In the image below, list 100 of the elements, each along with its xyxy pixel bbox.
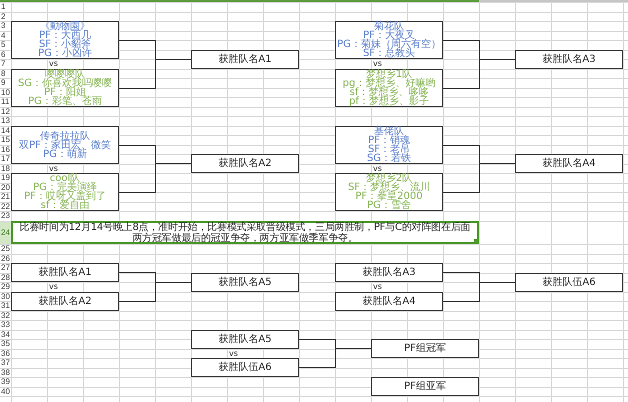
player-line: PF：阳姐 <box>44 88 86 97</box>
team-name: 《動物園》 <box>40 22 90 31</box>
bracket-slot <box>191 154 299 173</box>
bracket-slot <box>191 358 299 377</box>
player-line: SG：你喜欢我吗嘤嘤 <box>18 79 112 88</box>
bracket-slot <box>515 154 623 173</box>
slot-label: PF组亚军 <box>404 382 446 391</box>
bracket-line <box>118 163 192 193</box>
player-line: PF：大西几 <box>39 31 91 40</box>
row-number: 39 <box>1 378 10 386</box>
vs-label: vs <box>373 283 382 291</box>
team-name: 菊花队 <box>374 22 404 31</box>
bracket-line <box>442 282 516 302</box>
row-number: 9 <box>1 79 6 87</box>
team-box <box>335 21 443 59</box>
row-number: 38 <box>1 368 10 376</box>
slot-label: 获胜队名A1 <box>218 55 272 64</box>
team-box <box>11 173 119 211</box>
team-name: cool队 <box>50 174 80 183</box>
notice-text: 比赛时间为12月14号晚上8点，准时开始，比赛模式采取晋级模式，三局两胜制，PF与C的对阵图在后面 <box>20 222 470 232</box>
vs-label: vs <box>49 165 58 173</box>
row-number: 4 <box>1 32 6 40</box>
row-number: 18 <box>1 164 10 172</box>
player-line: PF：拳皇2000 <box>355 192 423 201</box>
row-number: 19 <box>1 174 10 182</box>
player-line: PG：菊妹（周六有空） <box>337 40 441 49</box>
player-line: PF：销魂 <box>368 136 410 145</box>
row-number: 31 <box>1 302 10 310</box>
slot-label: 获胜队名A4 <box>362 297 416 306</box>
row-number: 30 <box>1 292 10 300</box>
player-line: SF：梦想乡、流川 <box>348 183 430 192</box>
row-number: 17 <box>1 155 10 163</box>
row-number: 36 <box>1 350 10 358</box>
bracket-slot <box>515 273 623 292</box>
slot-label: 获胜队名A3 <box>362 268 416 277</box>
row-number: 23 <box>1 212 10 220</box>
row-number: 20 <box>1 184 10 192</box>
bracket-slot <box>191 50 299 69</box>
player-line: PG：萌新 <box>43 150 87 158</box>
slot-label: 获胜队名A2 <box>38 297 92 306</box>
slot-label: PF组冠军 <box>404 344 446 353</box>
bracket-slot <box>191 273 299 292</box>
player-line: PG：雪舍 <box>367 201 411 210</box>
row-number: 13 <box>1 117 10 125</box>
team-box <box>11 69 119 107</box>
row-number: 1 <box>1 3 6 11</box>
vs-label: vs <box>49 60 58 68</box>
vs-label: vs <box>373 165 382 173</box>
row-number: 29 <box>1 283 10 291</box>
row-number: 25 <box>1 245 10 253</box>
player-line: SG：若铁 <box>366 154 412 163</box>
bracket-slot <box>371 377 479 396</box>
slot-label: 获胜队名A3 <box>542 55 596 64</box>
player-line: PF：大夜叉 <box>363 31 415 40</box>
row-number: 26 <box>1 254 10 262</box>
bracket-line <box>118 282 192 302</box>
row-number: 5 <box>1 41 6 49</box>
team-name: 梦想乡1队 <box>366 70 412 79</box>
row-number: 32 <box>1 312 10 320</box>
bracket-slot <box>515 50 623 69</box>
player-line: sf：梦想乡、哆哆 <box>350 88 428 97</box>
slot-label: 获胜队名A5 <box>218 335 272 344</box>
bracket-slot <box>335 292 443 311</box>
row-number: 33 <box>1 321 10 329</box>
row-number: 12 <box>1 108 10 116</box>
bracket-slot <box>11 263 119 282</box>
row-number: 40 <box>1 388 10 396</box>
team-name: 基佬队 <box>374 127 404 136</box>
vs-label: vs <box>49 283 58 291</box>
player-line: pf：梦想乡、影子 <box>349 97 429 106</box>
team-name: 梦想乡2队 <box>366 174 412 183</box>
player-line: PG：完美演绎 <box>33 183 97 192</box>
vs-label: vs <box>373 60 382 68</box>
bracket-slot <box>11 292 119 311</box>
row-number: 28 <box>1 274 10 282</box>
bracket-line <box>442 163 516 193</box>
row-number: 27 <box>1 264 10 272</box>
row-number: 7 <box>1 60 6 68</box>
row-number: 2 <box>1 12 6 20</box>
slot-label: 获胜队伍A6 <box>542 278 596 287</box>
row-number: 8 <box>1 70 6 78</box>
notice-box <box>11 221 479 244</box>
row-number: 15 <box>1 136 10 144</box>
notice-text: 两方冠军做最后的冠亚争夺，两方亚军做季军争夺。 <box>132 232 358 244</box>
slot-label: 获胜队名A5 <box>218 278 272 287</box>
team-box <box>335 173 443 211</box>
slot-label: 获胜队伍A6 <box>218 363 272 372</box>
team-box <box>11 126 119 164</box>
bracket-line <box>442 59 516 89</box>
slot-label: 获胜队名A2 <box>218 159 272 168</box>
row-number: 3 <box>1 22 6 30</box>
row-number: 11 <box>1 98 10 106</box>
row-number: 6 <box>1 50 6 58</box>
team-box <box>335 126 443 164</box>
player-line: PG：小凶许 <box>38 49 92 58</box>
bracket-line <box>118 59 192 89</box>
row-number: 21 <box>1 193 10 201</box>
player-line: pg：梦想乡、好嘛哟 <box>342 79 436 88</box>
player-line: SF：总教头 <box>362 49 416 58</box>
vs-label: vs <box>229 350 238 358</box>
